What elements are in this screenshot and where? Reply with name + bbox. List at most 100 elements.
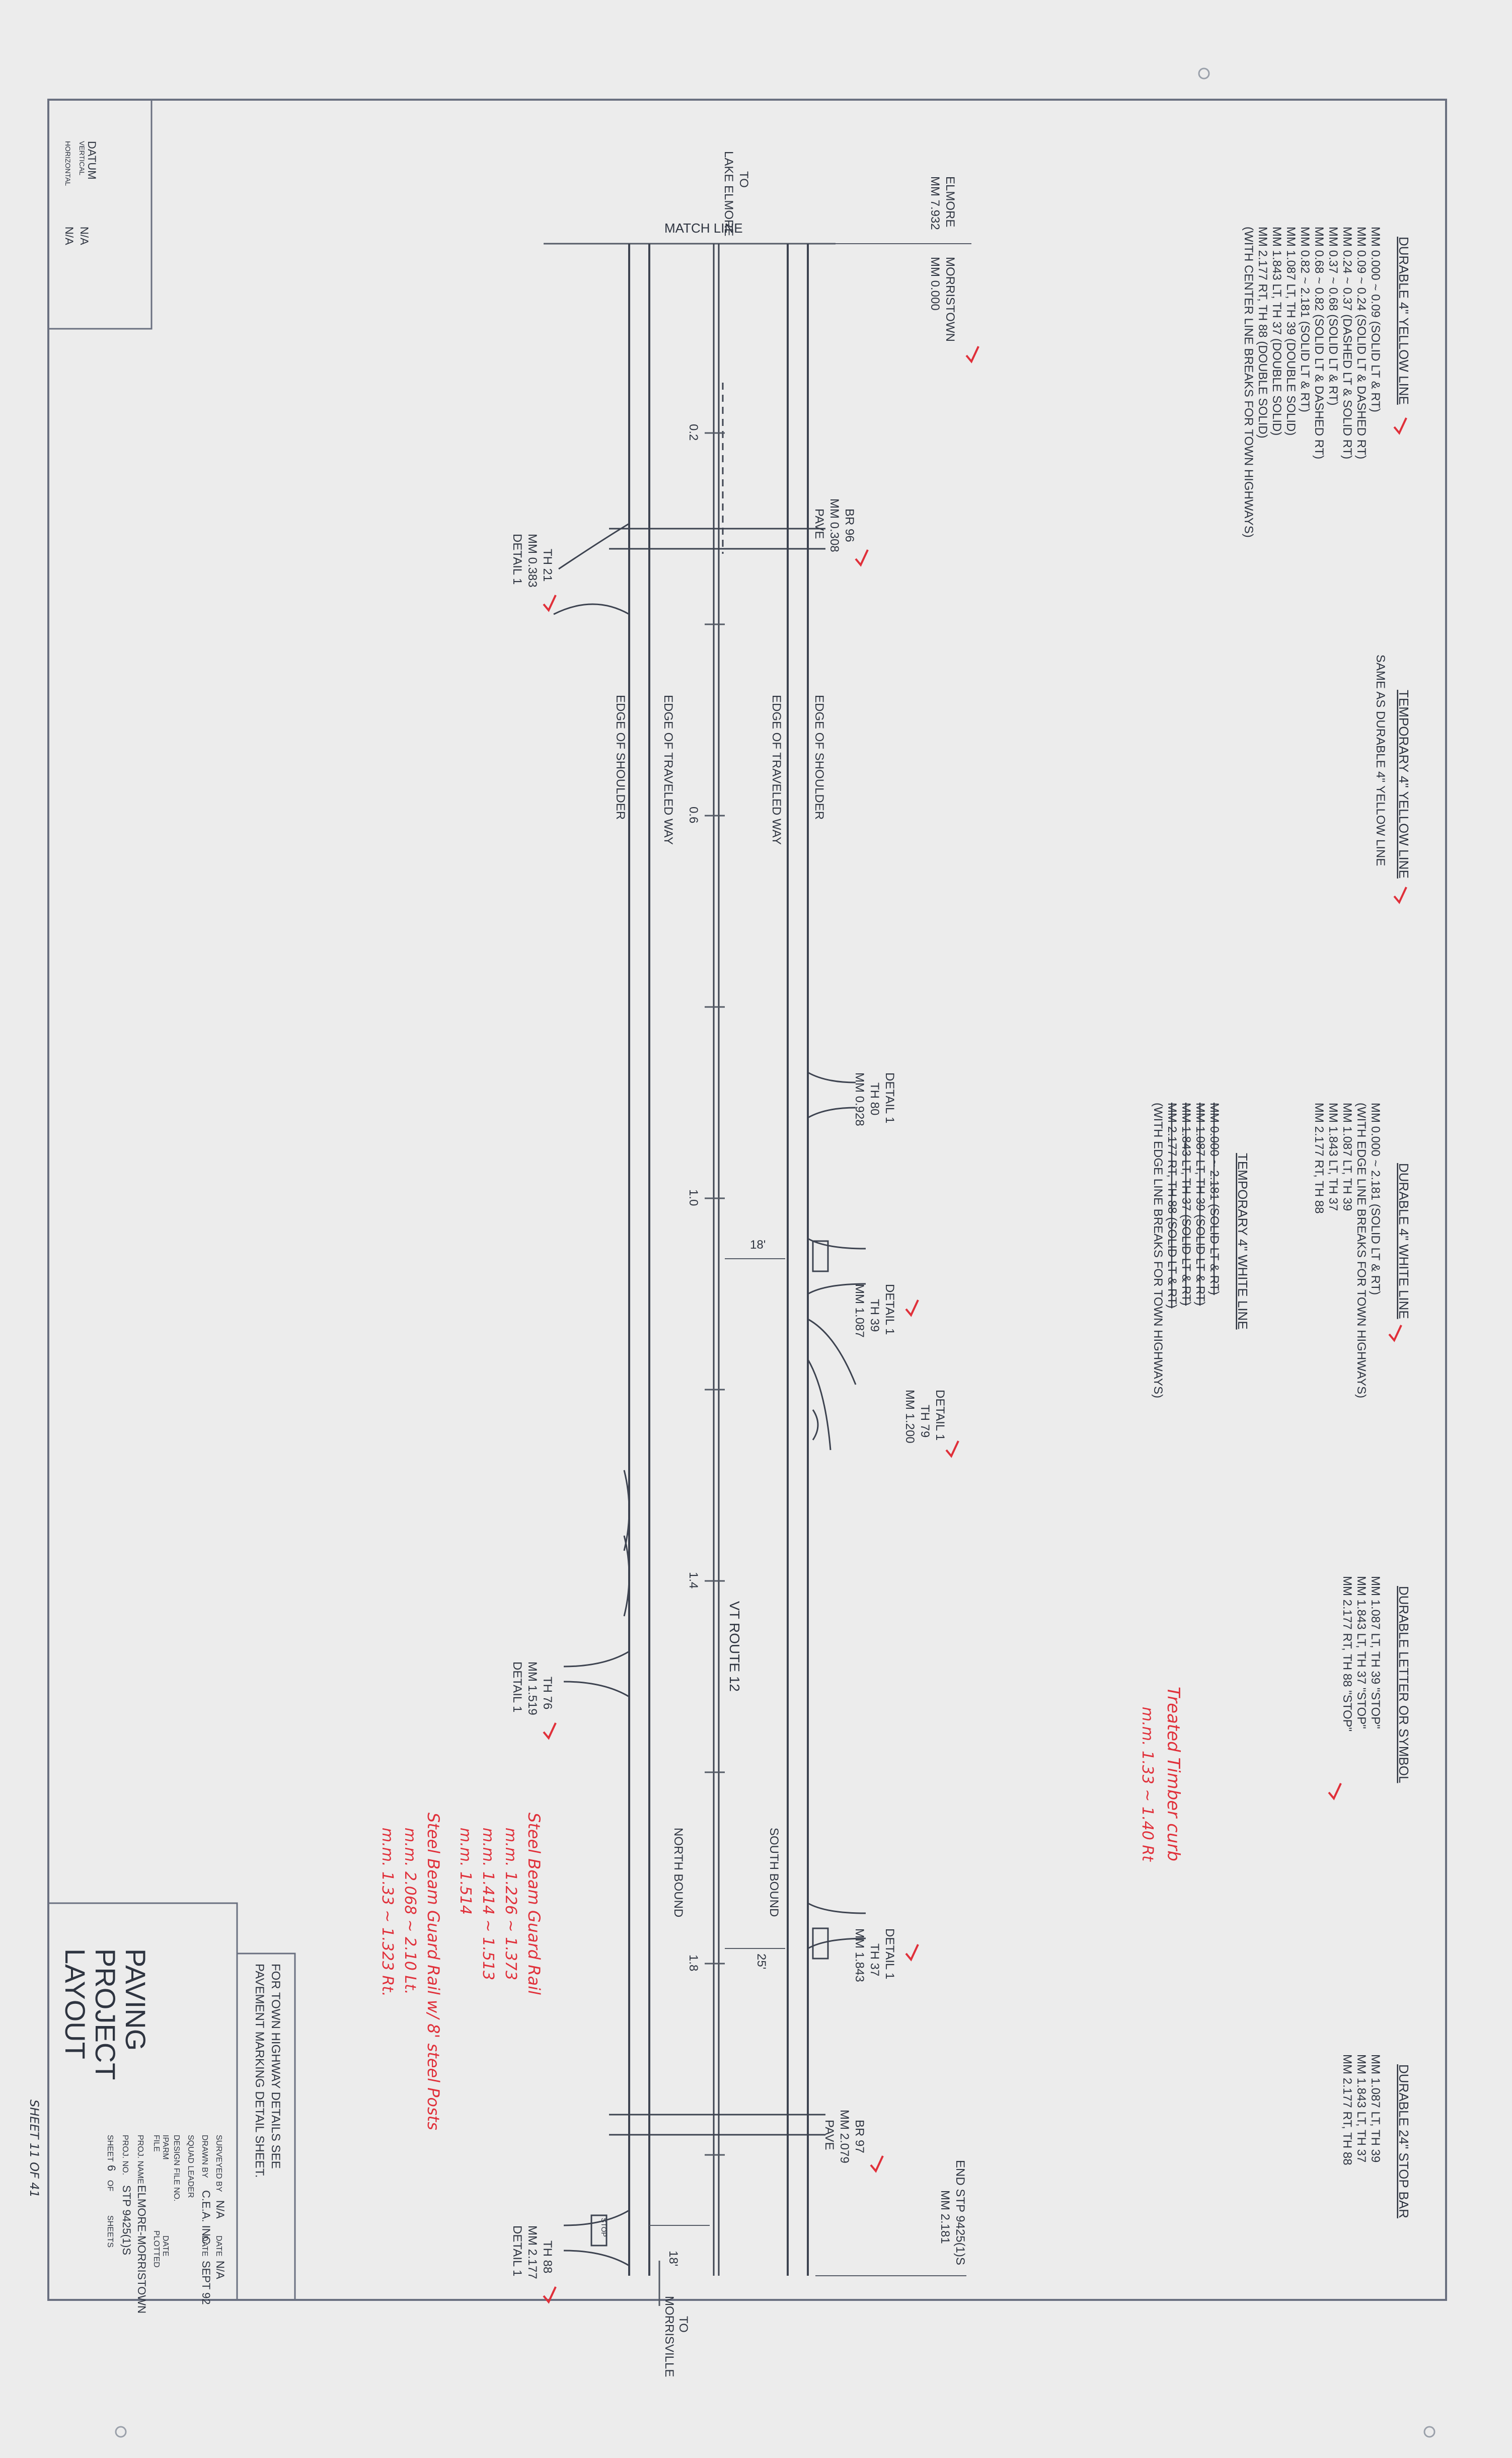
to-morrisville-2: MORRISVILLE: [662, 2296, 676, 2377]
title-line-3: LAYOUT: [59, 1948, 91, 2059]
guard-rail-marks: [623, 1409, 819, 1617]
edge-of-shoulder-upper-label: EDGE OF SHOULDER: [812, 695, 826, 820]
note-line: MM 0.09 ~ 0.24 (SOLID LT & DASHED RT): [1354, 227, 1368, 459]
note-line: MM 1.087 LT, TH 39 (DOUBLE SOLID): [1284, 227, 1298, 436]
note-line: MM 2.177 RT, TH 88: [1340, 2054, 1354, 2165]
to-lake-elmore-2: LAKE ELMORE: [722, 151, 735, 236]
note-line-struck: MM 1.843 LT, TH 37 (SOLID LT & RT): [1179, 1103, 1193, 1306]
binding-hole-icon: [115, 2426, 127, 2438]
note-line: (WITH EDGE LINE BREAKS FOR TOWN HIGHWAYS…: [1151, 1103, 1165, 1398]
hand-note: m.m. 1.226 ~ 1.373: [502, 1828, 519, 1980]
callout-th79: DETAIL 1 TH 79 MM 1.200: [903, 1390, 947, 1443]
field-label: IPARM: [161, 2135, 170, 2159]
note-title: TEMPORARY 4" WHITE LINE: [1235, 1153, 1250, 1330]
field-label: FILE: [152, 2135, 161, 2152]
town-highway-connections: [553, 523, 866, 2267]
handwritten-timber-curb: Treated Timber curb m.m. 1.33 ~ 1.40 Rt: [1139, 1687, 1183, 1862]
datum-horizontal-value: N/A: [63, 227, 75, 245]
note-line: MM 0.24 ~ 0.37 (DASHED LT & SOLID RT): [1340, 227, 1354, 459]
roadway-plan: 0.2 0.6 1.0 1.4 1.8 EDGE OF SHOULDER EDG…: [510, 151, 971, 2377]
sheet-border: [47, 99, 1447, 2301]
field-value: N/A: [214, 2261, 226, 2279]
note-line: (WITH EDGE LINE BREAKS FOR TOWN HIGHWAYS…: [1354, 1103, 1368, 1398]
station-label: 0.2: [687, 424, 700, 441]
note-title: DURABLE 24" STOP BAR: [1396, 2064, 1411, 2218]
hand-note: m.m. 1.33 ~ 1.323 Rt.: [379, 1828, 396, 1997]
notes-durable-stop-bar: DURABLE 24" STOP BAR MM 1.087 LT, TH 39 …: [1340, 2054, 1411, 2218]
note-line: MM 0.37 ~ 0.68 (SOLID LT & RT): [1326, 227, 1340, 405]
dim-18-b: 18': [666, 2251, 680, 2266]
elmore-label: ELMORE: [943, 176, 957, 227]
dim-18-a: 18': [750, 1238, 766, 1252]
bridge-line: MM 2.079: [838, 2110, 851, 2163]
note-line: MM 1.087 LT, TH 39: [1340, 1103, 1354, 1211]
callout-th76: TH 76 MM 1.519 DETAIL 1: [510, 1661, 554, 1715]
field-value: C.E.A. INC.: [200, 2190, 212, 2248]
edge-of-traveled-way-lower-label: EDGE OF TRAVELED WAY: [661, 695, 675, 845]
note-line: MM 1.087 LT, TH 39 "STOP": [1369, 1576, 1382, 1729]
field-label: SURVEYED BY: [214, 2135, 223, 2192]
callout-line: TH 76: [541, 1677, 554, 1709]
bridge-line: BR 96: [843, 509, 856, 542]
south-bound-label: SOUTH BOUND: [767, 1828, 781, 1917]
datum-vertical-label: VERTICAL: [78, 141, 86, 175]
north-bound-label: NORTH BOUND: [671, 1828, 685, 1917]
note-line-struck: MM 0.000 ~ 2.181 (SOLID LT & RT): [1207, 1103, 1221, 1295]
notes-durable-yellow: DURABLE 4" YELLOW LINE MM 0.000 ~ 0.09 (…: [1242, 227, 1411, 538]
bridge-br97: [609, 2114, 825, 2136]
field-value: ELMORE-MORRISTOWN: [135, 2185, 148, 2314]
datum-vertical-value: N/A: [78, 227, 91, 245]
note-line: MM 2.177 RT, TH 88 "STOP": [1340, 1576, 1354, 1731]
route-label: VT ROUTE 12: [727, 1601, 742, 1692]
field-label: SQUAD LEADER: [186, 2135, 195, 2198]
callout-line: TH 88: [541, 2240, 554, 2273]
note-line: MM 2.177 RT, TH 88: [1312, 1103, 1326, 1214]
callout-th37: DETAIL 1 TH 37 MM 1.843: [853, 1928, 896, 1982]
note-line: MM 1.843 LT, TH 37: [1326, 1103, 1340, 1211]
town-note-1: FOR TOWN HIGHWAY DETAILS SEE: [269, 1964, 282, 2169]
callout-th80: DETAIL 1 TH 80 MM 0.928: [853, 1072, 896, 1126]
note-title: TEMPORARY 4" YELLOW LINE: [1396, 690, 1411, 879]
callout-line: DETAIL 1: [883, 1072, 896, 1123]
field-label: PROJ. NAME: [136, 2135, 144, 2184]
callout-line: MM 2.177: [525, 2225, 539, 2279]
elmore-mm-label: MM 7.932: [928, 176, 942, 230]
note-line: MM 1.087 LT, TH 39: [1369, 2054, 1382, 2162]
note-line: MM 0.82 ~ 2.181 (SOLID LT & RT): [1298, 227, 1312, 412]
dim-25: 25': [754, 1954, 768, 1969]
check-marks: [543, 346, 1407, 2304]
note-line: MM 2.177 RT, TH 88 (DOUBLE SOLID): [1256, 227, 1269, 439]
stop-symbol-icon: [812, 1927, 829, 1960]
title-line-1: PAVING: [120, 1948, 152, 2051]
end-stp-2: MM 2.181: [938, 2190, 952, 2244]
note-line: MM 1.843 LT, TH 37: [1354, 2054, 1368, 2162]
title-fields: SURVEYED BY N/A DATE N/A DRAWN BY C.E.A.…: [105, 2135, 226, 2314]
bridge-line: PAVE: [812, 509, 826, 539]
field-label: PROJ. NO.: [121, 2135, 129, 2175]
field-label: PLOTTED: [152, 2230, 161, 2268]
hand-note: m.m. 1.33 ~ 1.40 Rt: [1139, 1707, 1156, 1862]
callout-line: TH 79: [918, 1405, 932, 1437]
callout-line: DETAIL 1: [510, 2225, 524, 2276]
callout-line: TH 80: [868, 1082, 881, 1115]
callout-line: MM 0.928: [853, 1072, 866, 1126]
field-value: SEPT 92: [200, 2261, 212, 2305]
notes-durable-white: DURABLE 4" WHITE LINE MM 0.000 ~ 2.181 (…: [1312, 1103, 1411, 1398]
bridge-line: PAVE: [822, 2120, 836, 2150]
bridge-line: MM 0.308: [827, 498, 841, 552]
callout-line: MM 1.843: [853, 1928, 866, 1982]
field-value: N/A: [214, 2200, 226, 2219]
notes-durable-letter: DURABLE LETTER OR SYMBOL MM 1.087 LT, TH…: [1340, 1576, 1411, 1783]
callout-line: DETAIL 1: [883, 1284, 896, 1335]
note-line-struck: MM 2.177 RT, TH 88 (SOLID LT & RT): [1165, 1103, 1179, 1309]
field-label: DATE: [200, 2235, 209, 2256]
note-title: DURABLE LETTER OR SYMBOL: [1396, 1586, 1411, 1783]
datum-box: DATUM VERTICAL HORIZONTAL N/A N/A: [47, 99, 153, 330]
callout-th39: DETAIL 1 TH 39 MM 1.087: [853, 1284, 896, 1338]
note-title: DURABLE 4" WHITE LINE: [1396, 1163, 1411, 1319]
note-title: DURABLE 4" YELLOW LINE: [1396, 237, 1411, 405]
callout-line: DETAIL 1: [510, 534, 524, 585]
field-label: DATE: [161, 2235, 170, 2256]
callout-line: DETAIL 1: [933, 1390, 947, 1440]
